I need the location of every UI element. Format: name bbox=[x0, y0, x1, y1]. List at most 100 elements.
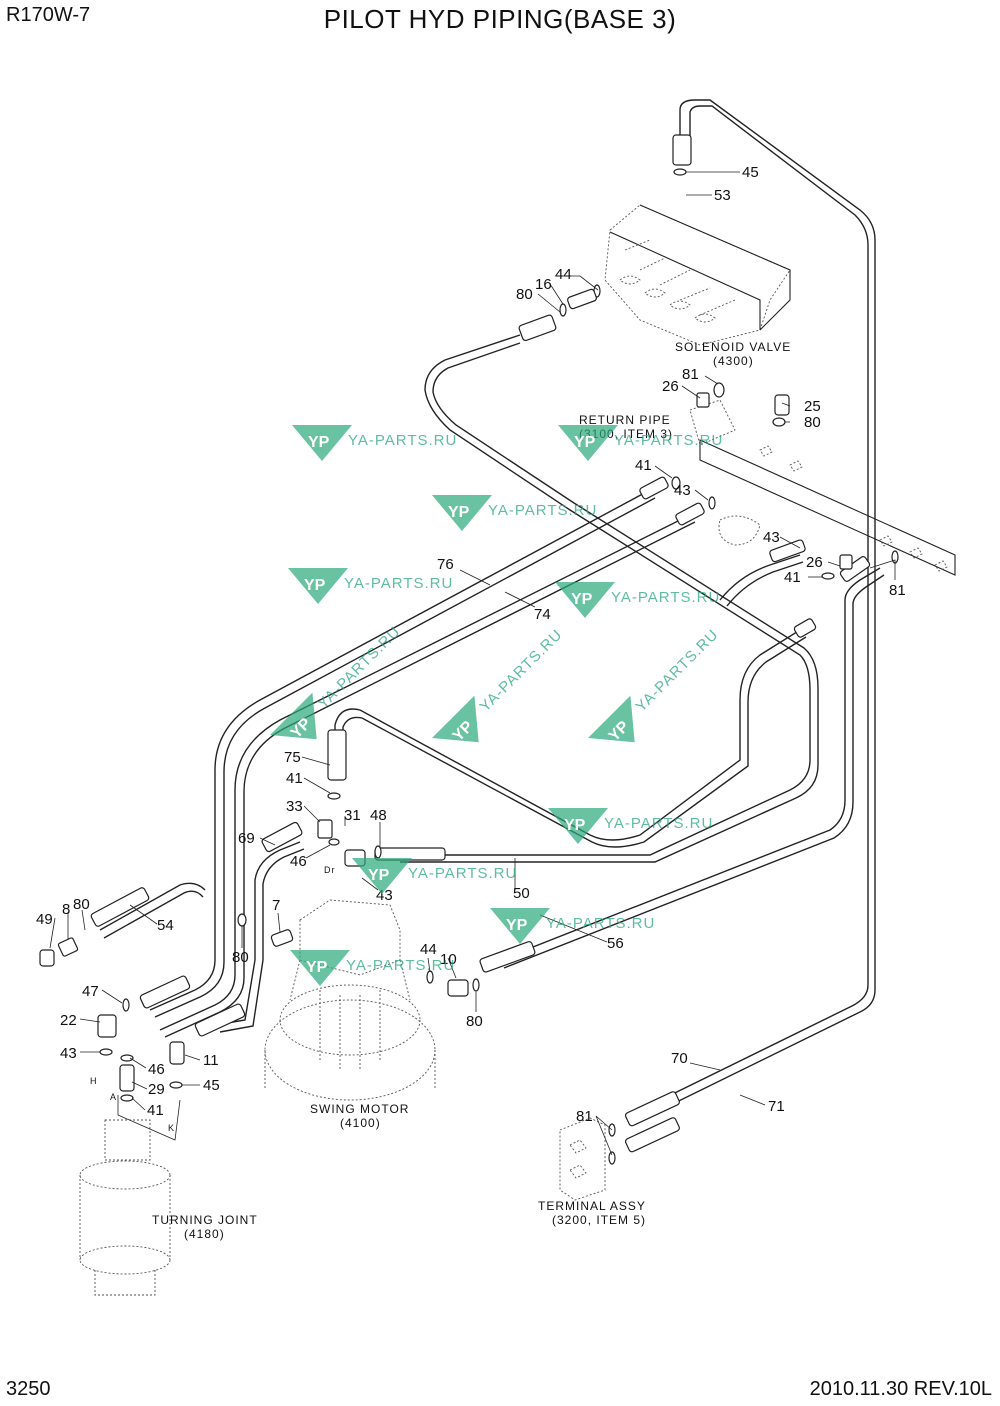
callout-54: 54 bbox=[157, 917, 174, 934]
port-mark-a: A bbox=[110, 1092, 117, 1102]
svg-text:YP: YP bbox=[574, 434, 596, 451]
callout-29: 29 bbox=[148, 1081, 165, 1098]
callout-43-right: 43 bbox=[763, 529, 780, 546]
callout-69: 69 bbox=[238, 830, 255, 847]
callout-33: 33 bbox=[286, 798, 303, 815]
svg-text:YA-PARTS.RU: YA-PARTS.RU bbox=[408, 865, 517, 882]
callout-45-lower: 45 bbox=[203, 1077, 220, 1094]
callout-76: 76 bbox=[437, 556, 454, 573]
callout-46-center: 46 bbox=[290, 853, 307, 870]
callout-leaders bbox=[49, 171, 896, 1156]
callout-50: 50 bbox=[513, 885, 530, 902]
callout-81-top: 81 bbox=[682, 366, 699, 383]
svg-text:YA-PARTS.RU: YA-PARTS.RU bbox=[546, 915, 655, 932]
watermark-2: YP YA-PARTS.RU bbox=[558, 425, 723, 461]
callout-44-top: 44 bbox=[555, 266, 572, 283]
watermark-3: YP YA-PARTS.RU bbox=[432, 495, 597, 531]
callout-numbers: 45 53 44 16 80 81 26 25 80 41 43 43 26 4… bbox=[36, 164, 906, 1125]
callout-43-left: 43 bbox=[60, 1045, 77, 1062]
svg-text:YP: YP bbox=[308, 434, 330, 451]
callout-80-lower: 80 bbox=[466, 1013, 483, 1030]
callout-46-left: 46 bbox=[148, 1061, 165, 1078]
turning-joint: TURNING JOINT (4180) bbox=[79, 1095, 258, 1296]
callout-80-left: 80 bbox=[73, 896, 90, 913]
svg-text:YP: YP bbox=[448, 504, 470, 521]
callout-41-center: 41 bbox=[286, 770, 303, 787]
callout-56: 56 bbox=[607, 935, 624, 952]
callout-7: 7 bbox=[272, 897, 280, 914]
port-mark-h: H bbox=[90, 1076, 98, 1086]
callout-71: 71 bbox=[768, 1098, 785, 1115]
model-code: R170W-7 bbox=[6, 4, 91, 26]
terminal-assy: TERMINAL ASSY (3200, ITEM 5) bbox=[538, 1117, 646, 1227]
svg-text:YA-PARTS.RU: YA-PARTS.RU bbox=[315, 623, 404, 712]
svg-text:YP: YP bbox=[571, 591, 593, 608]
watermark-8: YP YA-PARTS.RU bbox=[490, 908, 655, 944]
pipe-routes bbox=[99, 99, 885, 1121]
watermark-9: YP YA-PARTS.RU bbox=[290, 950, 455, 986]
svg-text:YA-PARTS.RU: YA-PARTS.RU bbox=[477, 626, 566, 715]
svg-text:YP: YP bbox=[564, 817, 586, 834]
watermark-6: YP YA-PARTS.RU bbox=[548, 808, 713, 844]
callout-80-right: 80 bbox=[804, 414, 821, 431]
page-number: 3250 bbox=[6, 1378, 51, 1400]
callout-49: 49 bbox=[36, 911, 53, 928]
swing-motor-ref: (4100) bbox=[340, 1116, 381, 1130]
callout-75: 75 bbox=[284, 749, 301, 766]
svg-text:YA-PARTS.RU: YA-PARTS.RU bbox=[614, 432, 723, 449]
callout-47: 47 bbox=[82, 983, 99, 1000]
hose-fittings bbox=[39, 134, 899, 1165]
svg-text:YP: YP bbox=[506, 917, 528, 934]
port-marks: H A K Dr bbox=[90, 865, 336, 1133]
watermark-5: YP YA-PARTS.RU bbox=[555, 582, 720, 618]
callout-11: 11 bbox=[203, 1052, 219, 1069]
watermarks: YP YA-PARTS.RU YP YA-PARTS.RU YP YA-PART… bbox=[270, 425, 723, 986]
callout-43-mid: 43 bbox=[674, 482, 691, 499]
svg-text:YA-PARTS.RU: YA-PARTS.RU bbox=[611, 589, 720, 606]
watermark-11: YP YA-PARTS.RU bbox=[432, 626, 566, 745]
solenoid-valve-ref: (4300) bbox=[713, 354, 754, 368]
callout-25: 25 bbox=[804, 398, 821, 415]
watermark-1: YP YA-PARTS.RU bbox=[292, 425, 457, 461]
svg-text:YA-PARTS.RU: YA-PARTS.RU bbox=[348, 432, 457, 449]
svg-text:YA-PARTS.RU: YA-PARTS.RU bbox=[604, 815, 713, 832]
terminal-assy-ref: (3200, ITEM 5) bbox=[552, 1213, 646, 1227]
callout-8: 8 bbox=[62, 901, 70, 918]
callout-10: 10 bbox=[440, 951, 457, 968]
watermark-12: YP YA-PARTS.RU bbox=[588, 626, 722, 745]
callout-41-mid: 41 bbox=[635, 457, 652, 474]
callout-22: 22 bbox=[60, 1012, 77, 1029]
callout-70: 70 bbox=[671, 1050, 688, 1067]
svg-text:YA-PARTS.RU: YA-PARTS.RU bbox=[344, 575, 453, 592]
solenoid-valve-label: SOLENOID VALVE bbox=[675, 340, 791, 354]
callout-81-right: 81 bbox=[889, 582, 906, 599]
svg-text:YA-PARTS.RU: YA-PARTS.RU bbox=[488, 502, 597, 519]
callout-41-left: 41 bbox=[147, 1102, 164, 1119]
turning-joint-label: TURNING JOINT bbox=[152, 1213, 258, 1227]
svg-text:YA-PARTS.RU: YA-PARTS.RU bbox=[633, 626, 722, 715]
terminal-assy-label: TERMINAL ASSY bbox=[538, 1199, 646, 1213]
callout-44-lower: 44 bbox=[420, 941, 437, 958]
port-mark-dr: Dr bbox=[324, 865, 336, 875]
page-title: PILOT HYD PIPING(BASE 3) bbox=[323, 4, 677, 34]
swing-motor-label: SWING MOTOR bbox=[310, 1102, 409, 1116]
solenoid-valve: SOLENOID VALVE (4300) bbox=[604, 204, 791, 368]
swing-motor: SWING MOTOR (4100) bbox=[264, 899, 436, 1130]
callout-80-top: 80 bbox=[516, 286, 533, 303]
callout-80-center: 80 bbox=[232, 949, 249, 966]
return-pipe-block: RETURN PIPE (3100, ITEM 3) bbox=[579, 399, 956, 576]
callout-53: 53 bbox=[714, 187, 731, 204]
callout-81-terminal: 81 bbox=[576, 1108, 593, 1125]
watermark-7: YP YA-PARTS.RU bbox=[352, 858, 517, 894]
callout-48: 48 bbox=[370, 807, 387, 824]
svg-text:YP: YP bbox=[304, 577, 326, 594]
callout-31: 31 bbox=[344, 807, 361, 824]
turning-joint-ref: (4180) bbox=[184, 1227, 225, 1241]
callout-41-right: 41 bbox=[784, 569, 801, 586]
svg-text:YA-PARTS.RU: YA-PARTS.RU bbox=[346, 957, 455, 974]
return-pipe-label: RETURN PIPE bbox=[579, 413, 671, 427]
callout-74: 74 bbox=[534, 606, 551, 623]
watermark-4: YP YA-PARTS.RU bbox=[288, 568, 453, 604]
callout-16: 16 bbox=[535, 276, 552, 293]
